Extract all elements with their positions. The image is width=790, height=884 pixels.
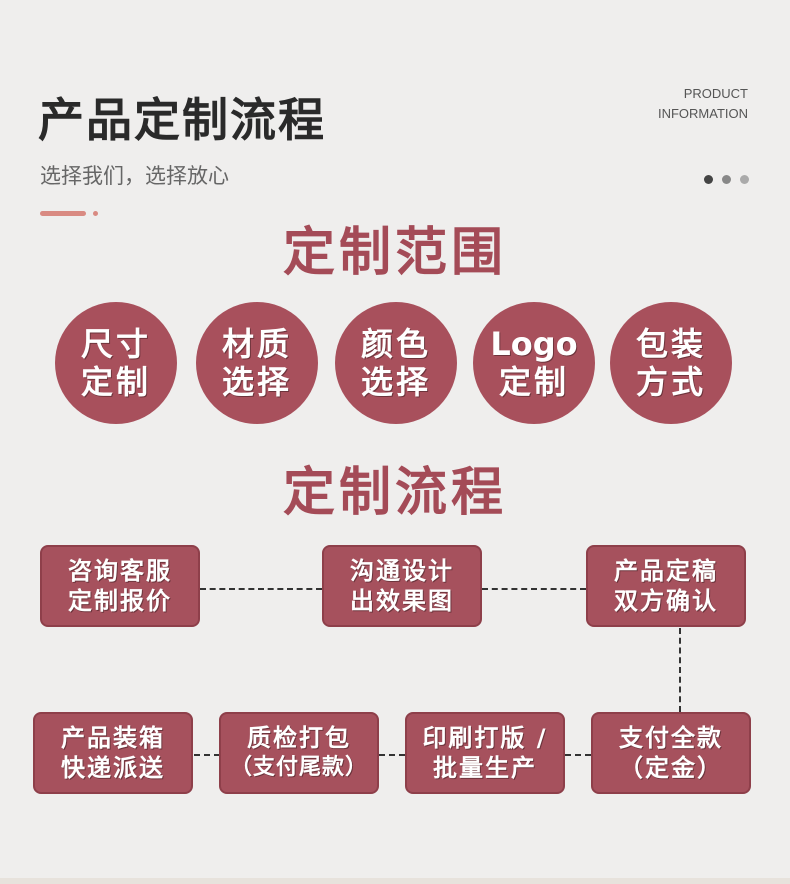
step-line2: 双方确认 [614,587,718,615]
scope-item-line1: 尺寸 [80,325,151,363]
connector-line [200,588,322,590]
scope-item-line2: 定制 [80,363,151,401]
pager-dot-2 [722,175,731,184]
step-line1: 质检打包 [247,724,351,752]
connector-line [379,754,405,756]
scope-item-color: 颜色 选择 [335,302,457,424]
pager-dot-1 [704,175,713,184]
english-label-line1: PRODUCT [683,86,748,101]
scope-item-logo: Logo 定制 [473,302,595,424]
connector-line [565,754,591,756]
step-line1: 支付全款 [619,724,723,752]
step-line1: 咨询客服 [68,557,172,585]
scope-item-line2: 方式 [635,363,706,401]
process-step-confirm: 产品定稿 双方确认 [586,545,746,627]
step-line2: （支付尾款） [229,755,368,780]
process-step-design: 沟通设计 出效果图 [322,545,482,627]
page-subtitle: 选择我们，选择放心 [40,164,229,188]
decorative-underline [40,211,86,216]
scope-item-size: 尺寸 定制 [55,302,177,424]
step-line1: 产品装箱 [61,724,165,752]
scope-item-packaging: 包装 方式 [610,302,732,424]
bottom-divider [0,878,790,884]
scope-item-material: 材质 选择 [196,302,318,424]
process-step-shipping: 产品装箱 快递派送 [33,712,193,794]
step-line1: 沟通设计 [350,557,454,585]
step-line1: 印刷打版 / [422,724,548,752]
step-line2: 定制报价 [68,587,172,615]
pager-dot-3 [740,175,749,184]
step-line2: 出效果图 [350,587,454,615]
process-step-inspection: 质检打包 （支付尾款） [219,712,379,794]
decorative-underline-dot [93,211,98,216]
scope-item-line1: Logo [490,325,578,363]
process-step-payment: 支付全款 （定金） [591,712,751,794]
page-title: 产品定制流程 [38,93,326,147]
scope-item-line2: 定制 [498,363,569,401]
english-label-line2: INFORMATION [657,106,748,121]
scope-item-line2: 选择 [360,363,431,401]
scope-item-line1: 包装 [635,325,706,363]
scope-item-line2: 选择 [221,363,292,401]
step-line2: 批量生产 [433,754,537,782]
process-step-consult: 咨询客服 定制报价 [40,545,200,627]
scope-heading: 定制范围 [282,223,507,283]
scope-item-line1: 颜色 [360,325,431,363]
scope-item-line1: 材质 [221,325,292,363]
step-line2: （定金） [619,754,723,782]
process-heading: 定制流程 [282,463,507,523]
process-step-printing: 印刷打版 / 批量生产 [405,712,565,794]
connector-line [194,754,220,756]
connector-line [679,628,681,712]
connector-line [482,588,586,590]
step-line2: 快递派送 [61,754,165,782]
step-line1: 产品定稿 [614,557,718,585]
